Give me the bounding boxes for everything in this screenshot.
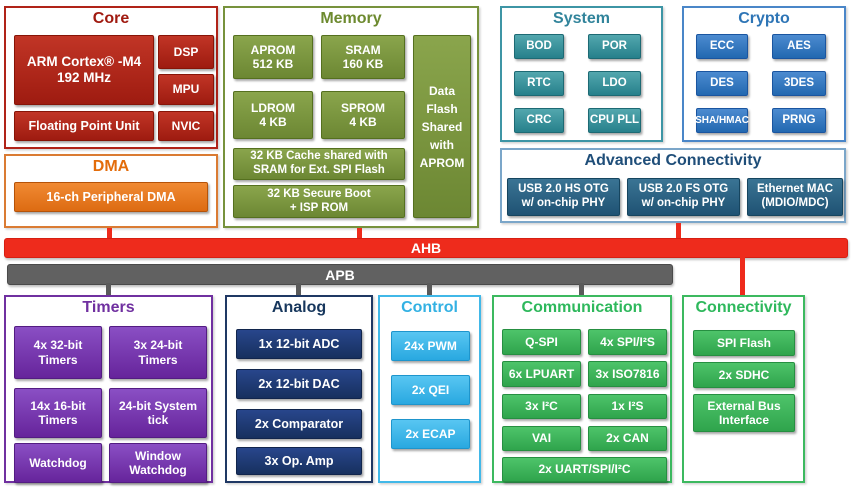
core-section: Core ARM Cortex® -M4 192 MHz DSP MPU Flo… bbox=[4, 6, 218, 149]
advanced-connectivity-section: Advanced Connectivity USB 2.0 HS OTG w/ … bbox=[500, 148, 846, 223]
aprom-block: APROM 512 KB bbox=[233, 35, 313, 79]
ahb-connectivity-connector bbox=[740, 256, 745, 295]
apb-control-connector bbox=[427, 283, 432, 295]
memory-section: Memory APROM 512 KB SRAM 160 KB LDROM 4 … bbox=[223, 6, 479, 228]
crc-block: CRC bbox=[514, 108, 564, 133]
timers-16bit-block: 14x 16-bit Timers bbox=[14, 388, 102, 438]
secure-boot-block: 32 KB Secure Boot + ISP ROM bbox=[233, 185, 405, 218]
prng-block: PRNG bbox=[772, 108, 826, 133]
sprom-block: SPROM 4 KB bbox=[321, 91, 405, 139]
adc-block: 1x 12-bit ADC bbox=[236, 329, 362, 359]
por-block: POR bbox=[588, 34, 641, 59]
dsp-block: DSP bbox=[158, 35, 214, 69]
timers-24bit-block: 3x 24-bit Timers bbox=[109, 326, 207, 379]
apb-analog-connector bbox=[296, 283, 301, 295]
iso7816-block: 3x ISO7816 bbox=[588, 361, 667, 387]
dma-title: DMA bbox=[92, 158, 130, 175]
timers-32bit-block: 4x 32-bit Timers bbox=[14, 326, 102, 379]
arm-cortex-block: ARM Cortex® -M4 192 MHz bbox=[14, 35, 154, 105]
advconn-ahb-connector bbox=[676, 223, 681, 238]
peripheral-dma-block: 16-ch Peripheral DMA bbox=[14, 182, 208, 212]
mpu-block: MPU bbox=[158, 74, 214, 105]
ecap-block: 2x ECAP bbox=[391, 419, 470, 449]
apb-bus-bar: APB bbox=[7, 264, 673, 285]
connectivity-section: Connectivity SPI Flash 2x SDHC External … bbox=[682, 295, 805, 483]
lpuart-block: 6x LPUART bbox=[502, 361, 581, 387]
apb-communication-connector bbox=[579, 283, 584, 295]
aes-block: AES bbox=[772, 34, 826, 59]
uart-spi-i2c-block: 2x UART/SPI/I²C bbox=[502, 457, 667, 482]
vai-block: VAI bbox=[502, 426, 581, 451]
qei-block: 2x QEI bbox=[391, 375, 470, 405]
comparator-block: 2x Comparator bbox=[236, 409, 362, 439]
i2c-block: 3x I²C bbox=[502, 394, 581, 419]
control-title: Control bbox=[401, 299, 458, 316]
timers-title: Timers bbox=[82, 299, 135, 316]
data-flash-block: Data Flash Shared with APROM bbox=[413, 35, 471, 218]
advanced-connectivity-title: Advanced Connectivity bbox=[584, 152, 762, 169]
sdhc-block: 2x SDHC bbox=[693, 362, 795, 388]
usb-fs-otg-block: USB 2.0 FS OTG w/ on-chip PHY bbox=[627, 178, 740, 216]
sram-block: SRAM 160 KB bbox=[321, 35, 405, 79]
watchdog-block: Watchdog bbox=[14, 443, 102, 483]
external-bus-interface-block: External Bus Interface bbox=[693, 394, 795, 432]
crypto-title: Crypto bbox=[738, 10, 790, 27]
communication-title: Communication bbox=[521, 299, 643, 316]
cache-block: 32 KB Cache shared with SRAM for Ext. SP… bbox=[233, 148, 405, 180]
opamp-block: 3x Op. Amp bbox=[236, 447, 362, 475]
ethernet-mac-block: Ethernet MAC (MDIO/MDC) bbox=[747, 178, 843, 216]
qspi-block: Q-SPI bbox=[502, 329, 581, 355]
ldrom-block: LDROM 4 KB bbox=[233, 91, 313, 139]
crypto-section: Crypto ECC AES DES 3DES SHA/HMAC PRNG bbox=[682, 6, 846, 142]
3des-block: 3DES bbox=[772, 71, 826, 96]
des-block: DES bbox=[696, 71, 748, 96]
memory-ahb-connector bbox=[357, 228, 362, 238]
ldo-block: LDO bbox=[588, 71, 641, 96]
memory-title: Memory bbox=[320, 10, 382, 27]
window-watchdog-block: Window Watchdog bbox=[109, 443, 207, 483]
analog-title: Analog bbox=[271, 299, 327, 316]
dac-block: 2x 12-bit DAC bbox=[236, 369, 362, 399]
sha-hmac-block: SHA/HMAC bbox=[695, 108, 749, 133]
spi-i2s-block: 4x SPI/I²S bbox=[588, 329, 667, 355]
analog-section: Analog 1x 12-bit ADC 2x 12-bit DAC 2x Co… bbox=[225, 295, 373, 483]
control-section: Control 24x PWM 2x QEI 2x ECAP bbox=[378, 295, 481, 483]
i2s-block: 1x I²S bbox=[588, 394, 667, 419]
ahb-bus-bar: AHB bbox=[4, 238, 848, 258]
dma-ahb-connector bbox=[107, 228, 112, 238]
spi-flash-block: SPI Flash bbox=[693, 330, 795, 356]
nvic-block: NVIC bbox=[158, 111, 214, 141]
bod-block: BOD bbox=[514, 34, 564, 59]
system-title: System bbox=[553, 10, 610, 27]
fpu-block: Floating Point Unit bbox=[14, 111, 154, 141]
ecc-block: ECC bbox=[696, 34, 748, 59]
pwm-block: 24x PWM bbox=[391, 331, 470, 361]
core-title: Core bbox=[92, 10, 130, 27]
timers-section: Timers 4x 32-bit Timers 3x 24-bit Timers… bbox=[4, 295, 213, 483]
communication-section: Communication Q-SPI 4x SPI/I²S 6x LPUART… bbox=[492, 295, 672, 483]
cpu-pll-block: CPU PLL bbox=[588, 108, 641, 133]
systick-block: 24-bit System tick bbox=[109, 388, 207, 438]
dma-section: DMA 16-ch Peripheral DMA bbox=[4, 154, 218, 228]
connectivity-title: Connectivity bbox=[695, 299, 792, 316]
rtc-block: RTC bbox=[514, 71, 564, 96]
usb-hs-otg-block: USB 2.0 HS OTG w/ on-chip PHY bbox=[507, 178, 620, 216]
system-section: System BOD POR RTC LDO CRC CPU PLL bbox=[500, 6, 663, 142]
apb-timers-connector bbox=[106, 283, 111, 295]
can-block: 2x CAN bbox=[588, 426, 667, 451]
